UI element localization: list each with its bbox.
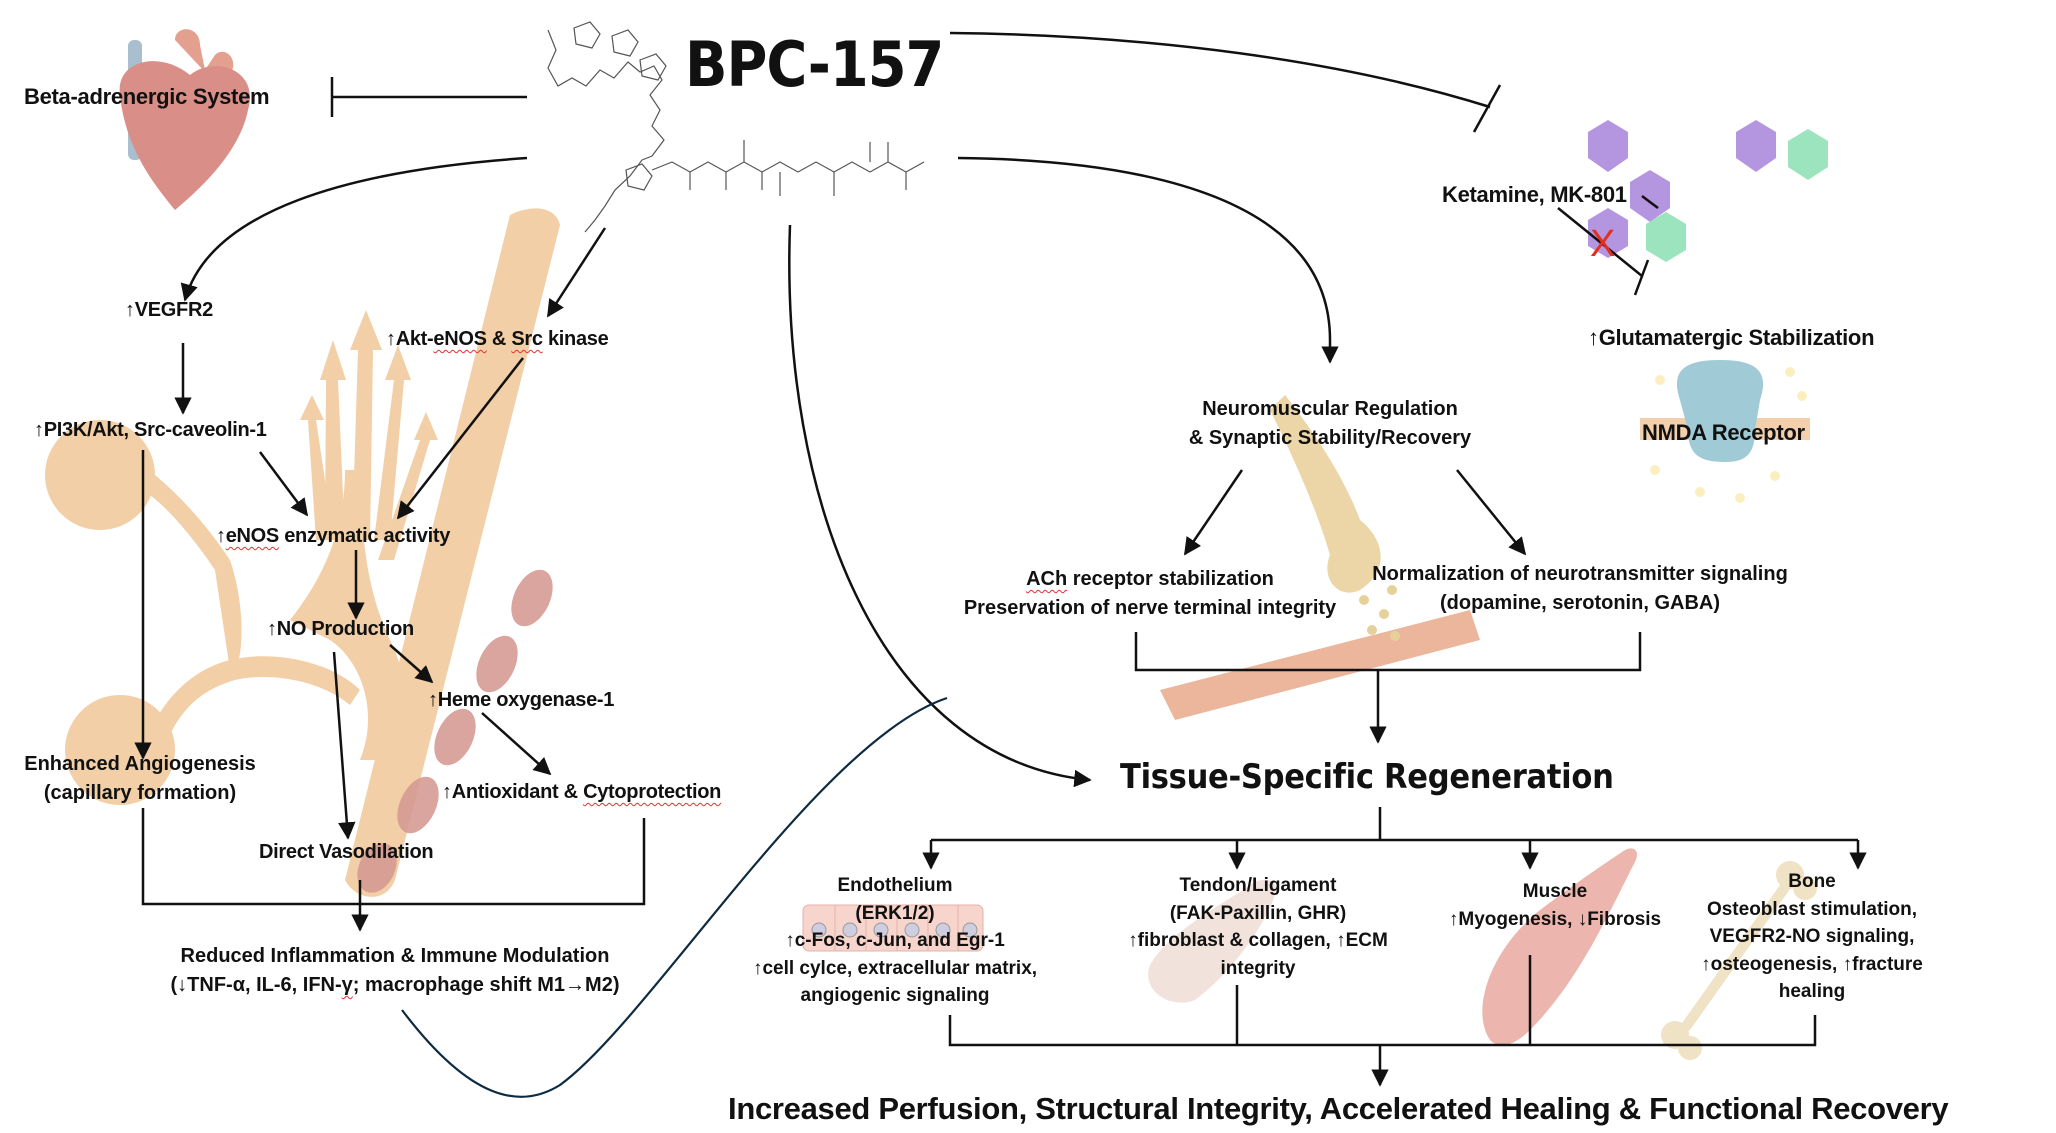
label-neuromuscular: Neuromuscular Regulation & Synaptic Stab… xyxy=(1189,395,1471,453)
arrow-bpc-to-tissue xyxy=(788,224,1092,788)
label-akt-enos: ↑Akt-eNOS & Src kinase xyxy=(386,327,609,351)
endothelium-cells-illustration xyxy=(802,904,984,952)
arrow-no-to-vasodilation xyxy=(332,651,356,840)
neuro-line1: Neuromuscular Regulation xyxy=(1202,398,1458,420)
label-beta-adrenergic: Beta-adrenergic System xyxy=(24,84,270,109)
inhibition-beta-adrenergic xyxy=(330,77,527,117)
tissue-name: Endothelium xyxy=(837,875,953,896)
label-vasodilation: Direct Vasodilation xyxy=(259,841,434,863)
tissue-name: Bone xyxy=(1788,871,1836,892)
bracket-tissue-split xyxy=(931,807,1858,842)
tissue-bone: Bone Osteoblast stimulation, VEGFR2-NO s… xyxy=(1701,868,1923,1006)
label-nmda-receptor: NMDA Receptor xyxy=(1642,420,1805,445)
bracket-vascular xyxy=(141,808,646,906)
enos-prefix: ↑ xyxy=(216,525,226,547)
inflammation-line2: (↓TNF-α, IL-6, IFN-γ; macrophage shift M… xyxy=(170,974,620,996)
ach-line2: Preservation of nerve terminal integrity xyxy=(963,597,1337,619)
label-enos-activity: ↑eNOS enzymatic activity xyxy=(216,524,450,548)
neurotransmitter-line1: Normalization of neurotransmitter signal… xyxy=(1372,563,1788,585)
akt-prefix: ↑Akt- xyxy=(386,328,434,350)
tissue-muscle: Muscle ↑Myogenesis, ↓Fibrosis xyxy=(1449,878,1661,933)
ach-line1: ACh receptor stabilization xyxy=(1026,568,1274,590)
arrow-pi3k-to-enos xyxy=(258,451,309,517)
label-vegfr2: ↑VEGFR2 xyxy=(125,299,213,321)
neuro-line2: & Synaptic Stability/Recovery xyxy=(1188,427,1472,449)
blocked-inhibition-nmda xyxy=(1557,195,1659,296)
ketamine-molecules-icon xyxy=(1588,120,1828,262)
akt-suffix: kinase xyxy=(542,328,609,350)
akt-enos-word: eNOS xyxy=(433,328,487,350)
neuron-muscle-illustration xyxy=(1160,395,1480,720)
inflammation-line1: Reduced Inflammation & Immune Modulation xyxy=(180,945,610,967)
label-neurotransmitter: Normalization of neurotransmitter signal… xyxy=(1372,560,1788,618)
label-no-production: ↑NO Production xyxy=(267,618,414,640)
label-outcome: Increased Perfusion, Structural Integrit… xyxy=(728,1091,1949,1126)
label-pi3k: ↑PI3K/Akt, Src-caveolin-1 xyxy=(34,419,267,441)
pathway-arrows xyxy=(134,156,1867,1087)
tissue-tendon-ligament: Tendon/Ligament (FAK-Paxillin, GHR) ↑fib… xyxy=(1128,872,1388,982)
muscle-illustration xyxy=(1482,848,1637,1046)
arrow-heme-to-antiox xyxy=(481,712,552,776)
label-tissue-regeneration: Tissue-Specific Regeneration xyxy=(1120,757,1614,797)
diagram-title: BPC-157 xyxy=(685,28,944,101)
arrow-bpc-to-vegfr2 xyxy=(180,156,528,302)
arrow-bpc-to-neuro xyxy=(957,156,1339,364)
angio-line2: (capillary formation) xyxy=(43,782,237,804)
bpc157-molecule-structure xyxy=(547,21,925,233)
label-antioxidant: ↑Antioxidant & Cytoprotection xyxy=(442,780,721,804)
bracket-tissue-join xyxy=(948,955,1817,1047)
arrow-neuro-to-ach xyxy=(1183,469,1244,556)
akt-src: Src xyxy=(511,328,543,350)
akt-mid: & xyxy=(486,328,512,350)
tissue-name: Tendon/Ligament xyxy=(1179,875,1337,896)
neurotransmitter-line2: (dopamine, serotonin, GABA) xyxy=(1439,592,1720,614)
enos-word: eNOS xyxy=(225,525,280,547)
blocked-x-icon: X xyxy=(1590,223,1616,265)
label-inflammation: Reduced Inflammation & Immune Modulation… xyxy=(171,942,620,1000)
antiox-word: Cytoprotection xyxy=(583,781,722,803)
enos-suffix: enzymatic activity xyxy=(278,525,451,547)
label-glutamatergic: ↑Glutamatergic Stabilization xyxy=(1588,325,1875,350)
label-ketamine: Ketamine, MK-801 xyxy=(1442,182,1627,207)
bracket-neuro xyxy=(1134,632,1642,672)
tissue-name: Muscle xyxy=(1522,881,1588,902)
tendon-illustration xyxy=(1148,879,1276,1003)
arrow-akt-to-enos xyxy=(396,357,524,520)
antiox-prefix: ↑Antioxidant & xyxy=(442,781,584,803)
bone-illustration xyxy=(1661,861,1817,1060)
nmda-receptor-icon xyxy=(1640,360,1810,503)
label-heme-oxygenase: ↑Heme oxygenase-1 xyxy=(428,689,615,711)
label-angiogenesis: Enhanced Angiogenesis (capillary formati… xyxy=(24,750,256,808)
tissue-endothelium: Endothelium (ERK1/2) ↑c-Fos, c-Jun, and … xyxy=(753,872,1037,1010)
angio-line1: Enhanced Angiogenesis xyxy=(24,753,256,775)
arrow-bpc-to-akt xyxy=(546,227,607,318)
red-blood-cells xyxy=(357,569,553,893)
arrow-no-to-heme xyxy=(389,644,434,684)
heart-icon xyxy=(119,29,250,210)
connector-inflammation-to-tissue xyxy=(401,696,948,1098)
label-ach: ACh receptor stabilization Preservation … xyxy=(964,565,1336,623)
inhibition-ketamine xyxy=(949,31,1502,133)
arrow-neuro-to-neurotransmitter xyxy=(1456,469,1527,556)
